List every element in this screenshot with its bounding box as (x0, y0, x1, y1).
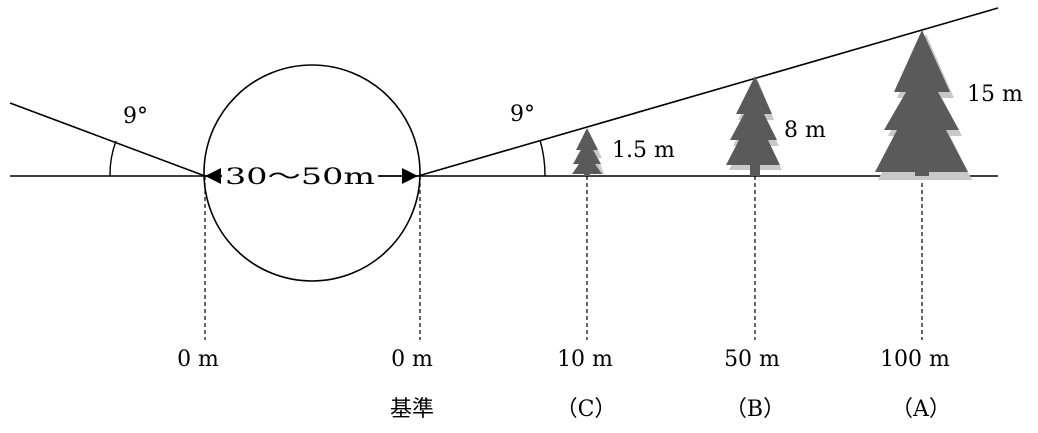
left-distance: 0 m (177, 347, 219, 372)
left-angle-arc (109, 140, 117, 177)
zone-circle (203, 64, 421, 282)
tree-a-distance: 100 m (880, 347, 950, 372)
tree-c (572, 128, 604, 176)
ref-label: 基準 (390, 397, 434, 422)
right-sight-line (417, 7, 999, 177)
tree-b-height: 8 m (784, 118, 826, 143)
left-angle-label: 9° (123, 104, 148, 129)
tree-a-height: 15 m (967, 82, 1023, 107)
span-label: 30〜50m (225, 165, 375, 190)
tree-c-height: 1.5 m (612, 138, 675, 163)
tree-c-label: （C） (556, 397, 617, 422)
tree-c-distance: 10 m (557, 347, 613, 372)
tree-a (875, 30, 972, 180)
tree-b-label: （B） (725, 397, 785, 422)
tree-b (726, 76, 782, 176)
left-sight-line (9, 102, 206, 177)
tree-b-distance: 50 m (724, 347, 780, 372)
right-angle-label: 9° (510, 102, 535, 127)
ref-distance: 0 m (391, 347, 433, 372)
tree-a-label: （A） (891, 397, 951, 422)
right-angle-arc (539, 139, 546, 177)
